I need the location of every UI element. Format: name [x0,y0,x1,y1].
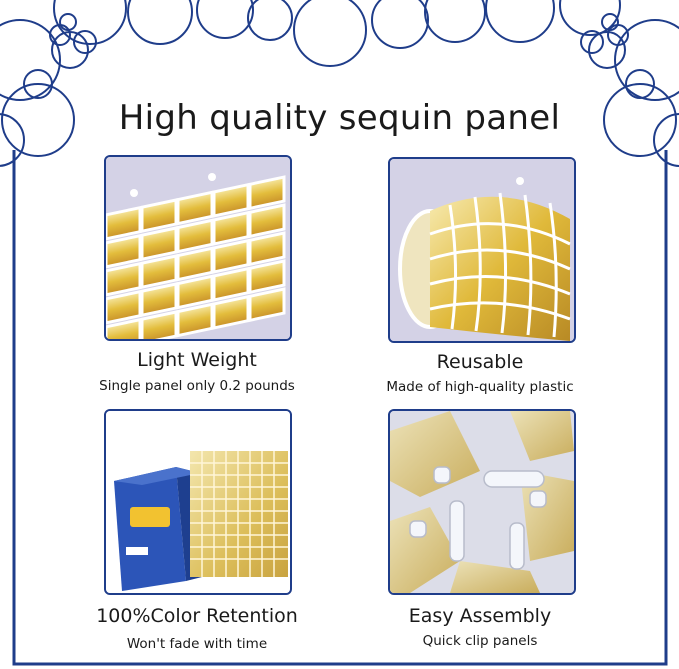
feature-image-reusable [388,157,576,343]
boxed-sequin-wall-panel-image [106,411,290,593]
feature-title-reusable: Reusable [436,351,524,373]
feature-subtitle-light-weight: Single panel only 0.2 pounds [99,378,295,394]
page-title: High quality sequin panel [118,98,561,138]
feature-image-easy-assembly [388,409,576,595]
feature-subtitle-easy-assembly: Quick clip panels [422,633,538,649]
feature-title-easy-assembly: Easy Assembly [408,605,552,627]
clip-closeup-image [390,411,574,593]
feature-title-color-retention: 100%Color Retention [96,605,298,627]
feature-image-light-weight [104,155,292,341]
feature-subtitle-reusable: Made of high-quality plastic [386,379,574,395]
feature-title-light-weight: Light Weight [137,349,257,371]
feature-subtitle-color-retention: Won't fade with time [126,636,268,652]
rolled-sequin-panel-image [390,159,574,341]
feature-image-color-retention [104,409,292,595]
flat-sequin-panel-grid-image [106,157,290,339]
